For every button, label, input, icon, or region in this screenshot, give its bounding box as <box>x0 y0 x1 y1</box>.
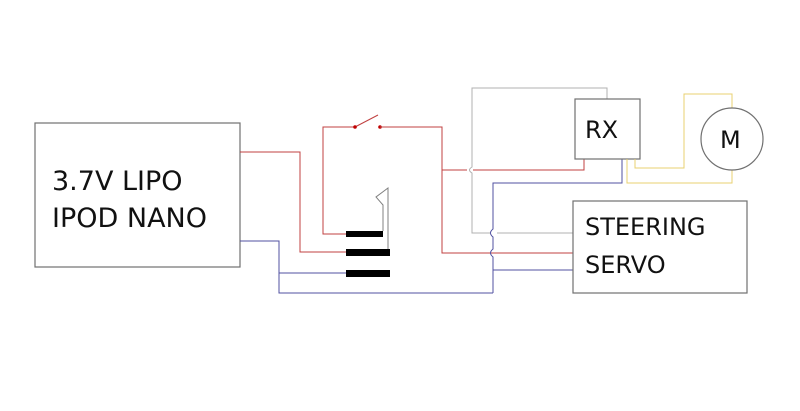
switch-contact-left <box>353 125 357 129</box>
wire-rx-positive-2 <box>473 159 585 171</box>
battery-box <box>34 122 241 268</box>
jack-tip-spring <box>375 187 389 249</box>
motor-circle <box>700 107 764 171</box>
jack-contact-2 <box>346 249 390 256</box>
jack-contact-3 <box>346 270 390 277</box>
jack-contact-1 <box>346 231 383 237</box>
wire-switch-left <box>322 126 355 235</box>
receiver-box <box>574 98 641 160</box>
battery-label-line1: 3.7V LIPO <box>52 166 183 197</box>
battery-label-line2: IPOD NANO <box>52 203 207 234</box>
wire-rx-negative <box>490 159 623 293</box>
wire-motor-2 <box>626 159 733 184</box>
servo-label-line1: STEERING <box>585 213 706 241</box>
wire-battery-positive <box>240 151 346 253</box>
wire-motor-1 <box>634 93 733 169</box>
servo-label-line2: SERVO <box>585 251 666 279</box>
receiver-label: RX <box>585 116 618 144</box>
switch-arm <box>354 114 379 128</box>
motor-label: M <box>720 126 741 154</box>
servo-box <box>572 200 748 294</box>
wire-signal <box>469 87 608 234</box>
wire-switch-right <box>380 126 573 254</box>
wire-battery-negative <box>240 240 493 294</box>
